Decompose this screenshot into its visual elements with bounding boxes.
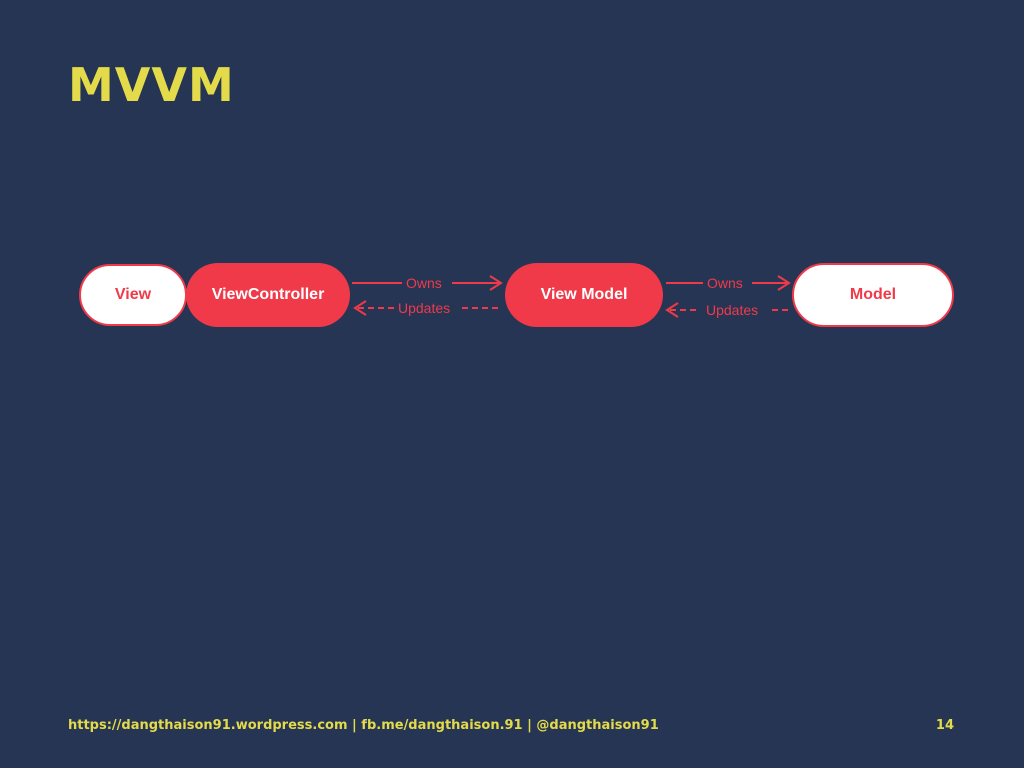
edge-label-owns-model: Owns (707, 275, 743, 291)
edge-label-updates-vc: Updates (398, 300, 450, 316)
page-number: 14 (935, 718, 954, 733)
arrowhead-left-icon (665, 302, 679, 318)
arrowhead-left-icon (353, 300, 367, 316)
edge-label-owns-vm: Owns (406, 275, 442, 291)
edge-label-updates-vm: Updates (706, 302, 758, 318)
edge-vm-owns-model: Owns (666, 275, 791, 291)
edge-model-updates-vm: Updates (665, 302, 792, 318)
node-view-model: View Model (505, 263, 663, 327)
node-view-controller: ViewController (186, 263, 350, 327)
edge-vm-updates-vc: Updates (353, 300, 500, 316)
node-view: View (79, 264, 187, 326)
slide-title: MVVM (68, 58, 235, 112)
edge-vc-owns-vm: Owns (352, 275, 503, 291)
node-model: Model (792, 263, 954, 327)
arrowhead-right-icon (777, 275, 791, 291)
arrowhead-right-icon (489, 275, 503, 291)
slide-footer: https://dangthaison91.wordpress.com | fb… (68, 718, 659, 733)
